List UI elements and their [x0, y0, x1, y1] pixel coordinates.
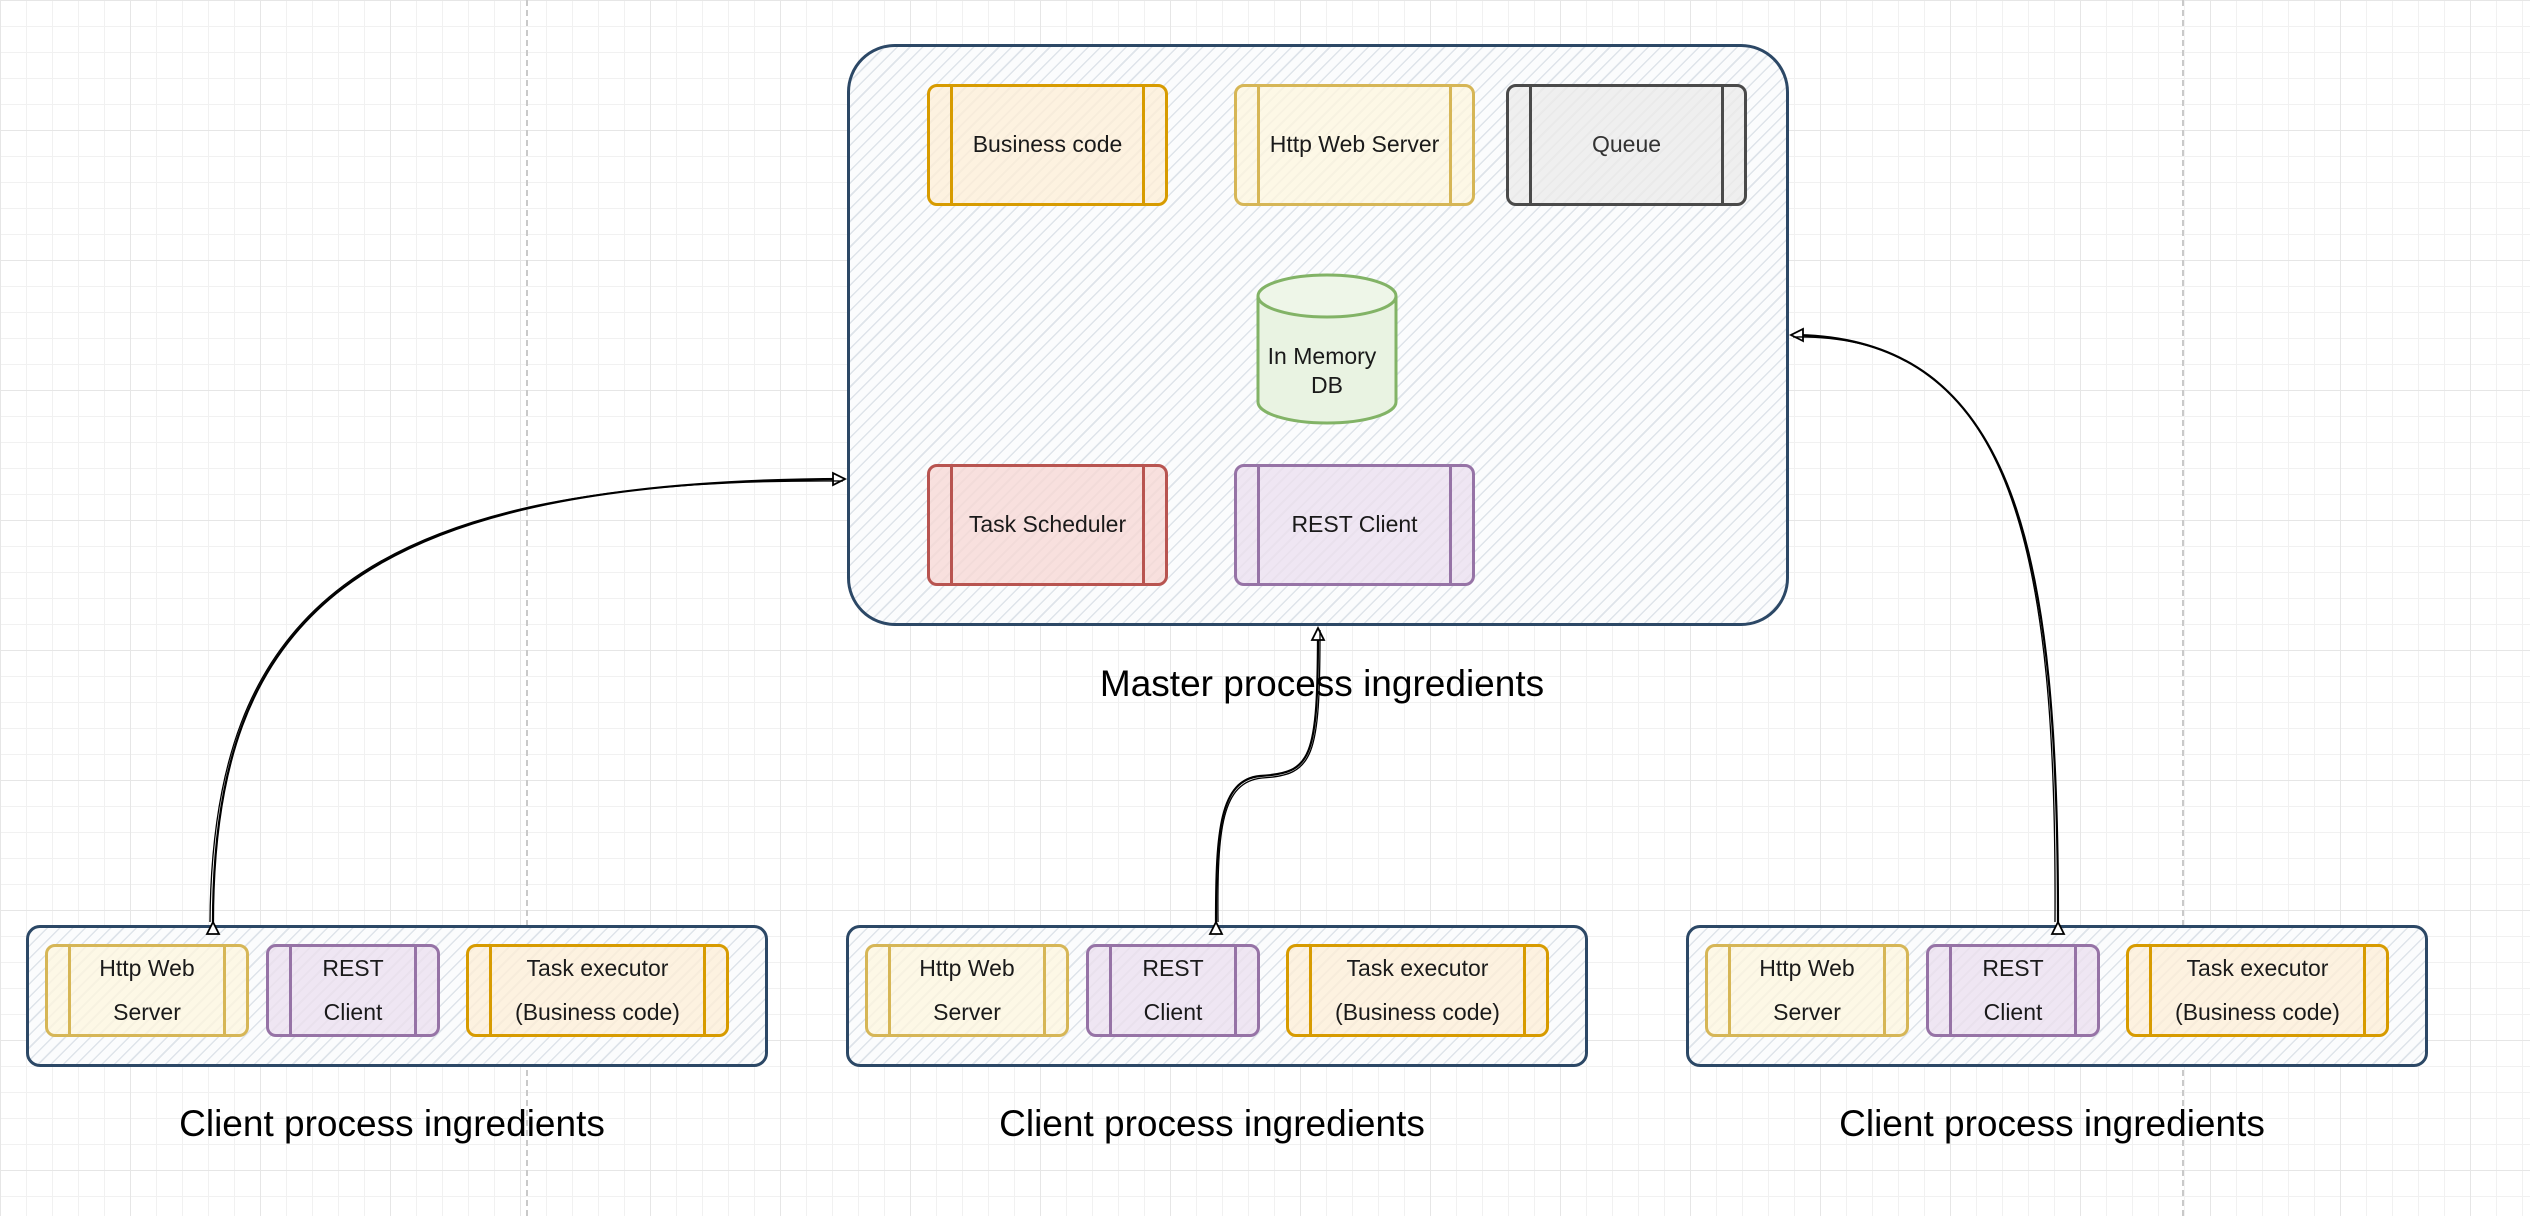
master-task-scheduler-label: Task Scheduler [968, 511, 1127, 538]
client-3-caption: Client process ingredients [1839, 1103, 2265, 1144]
client-1-rest-client-label: REST Client [322, 954, 384, 1025]
connector-client3-master-sketch [1792, 336, 2056, 923]
connector-client2-master-sketch [1217, 629, 1321, 923]
client-1-task-executor-box[interactable]: Task executor (Business code) [466, 944, 729, 1037]
master-task-scheduler-box[interactable]: Task Scheduler [927, 464, 1168, 586]
client-2-http-web-server-box[interactable]: Http Web Server [865, 944, 1069, 1037]
connector-client1-master-sketch [209, 480, 844, 923]
in-memory-db-label-line1: In Memory [1268, 343, 1377, 369]
client-1-http-web-server-box[interactable]: Http Web Server [45, 944, 249, 1037]
client-1-rest-client-box[interactable]: REST Client [266, 944, 440, 1037]
client-3-task-executor-label: Task executor (Business code) [2175, 954, 2340, 1025]
client-2-rest-client-box[interactable]: REST Client [1086, 944, 1260, 1037]
client-3-http-web-server-box[interactable]: Http Web Server [1705, 944, 1909, 1037]
master-business-code-box[interactable]: Business code [927, 84, 1168, 206]
client-2-task-executor-box[interactable]: Task executor (Business code) [1286, 944, 1549, 1037]
client-1-caption: Client process ingredients [179, 1103, 605, 1144]
client-2-rest-client-label: REST Client [1142, 954, 1204, 1025]
in-memory-db-cylinder[interactable]: In Memory DB [1256, 273, 1398, 425]
master-http-web-server-box[interactable]: Http Web Server [1234, 84, 1475, 206]
client-3-rest-client-box[interactable]: REST Client [1926, 944, 2100, 1037]
client-3-rest-client-label: REST Client [1982, 954, 2044, 1025]
page-break-line-right [2182, 0, 2184, 1216]
connector-client3-master[interactable] [1788, 327, 2066, 935]
connector-client1-master[interactable] [205, 471, 848, 935]
client-1-http-web-server-label: Http Web Server [99, 954, 195, 1025]
master-rest-client-box[interactable]: REST Client [1234, 464, 1475, 586]
in-memory-db-label-line2: DB [1311, 372, 1343, 398]
master-queue-box[interactable]: Queue [1506, 84, 1747, 206]
master-rest-client-label: REST Client [1291, 511, 1418, 538]
client-2-caption: Client process ingredients [999, 1103, 1425, 1144]
connector-client2-master[interactable] [1208, 625, 1326, 935]
master-http-web-server-label: Http Web Server [1269, 131, 1440, 158]
client-3-task-executor-box[interactable]: Task executor (Business code) [2126, 944, 2389, 1037]
client-2-http-web-server-label: Http Web Server [919, 954, 1015, 1025]
master-queue-label: Queue [1591, 131, 1662, 158]
client-1-task-executor-label: Task executor (Business code) [515, 954, 680, 1025]
client-2-task-executor-label: Task executor (Business code) [1335, 954, 1500, 1025]
master-business-code-label: Business code [972, 131, 1123, 158]
client-3-http-web-server-label: Http Web Server [1759, 954, 1855, 1025]
